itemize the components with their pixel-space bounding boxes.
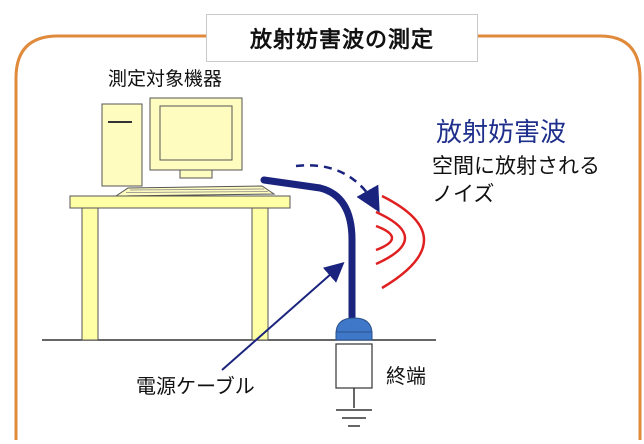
ground-icon	[336, 409, 372, 427]
desk	[69, 195, 291, 341]
radiated-wave-icon	[375, 194, 426, 290]
power-cable	[260, 176, 356, 322]
terminator	[335, 317, 373, 408]
cable-pointer-arrow	[221, 262, 345, 371]
wave-description-line2: ノイズ	[432, 182, 495, 206]
device-label: 測定対象機器	[108, 68, 223, 90]
emission-arrow	[295, 164, 380, 213]
cable-label: 電源ケーブル	[136, 374, 255, 398]
frame-border	[14, 34, 642, 440]
wave-title: 放射妨害波	[436, 118, 567, 148]
wave-description-line1: 空間に放射される	[432, 154, 600, 178]
terminal-label: 終端	[386, 364, 426, 388]
computer	[101, 97, 276, 197]
diagram-title: 放射妨害波の測定	[206, 14, 478, 62]
